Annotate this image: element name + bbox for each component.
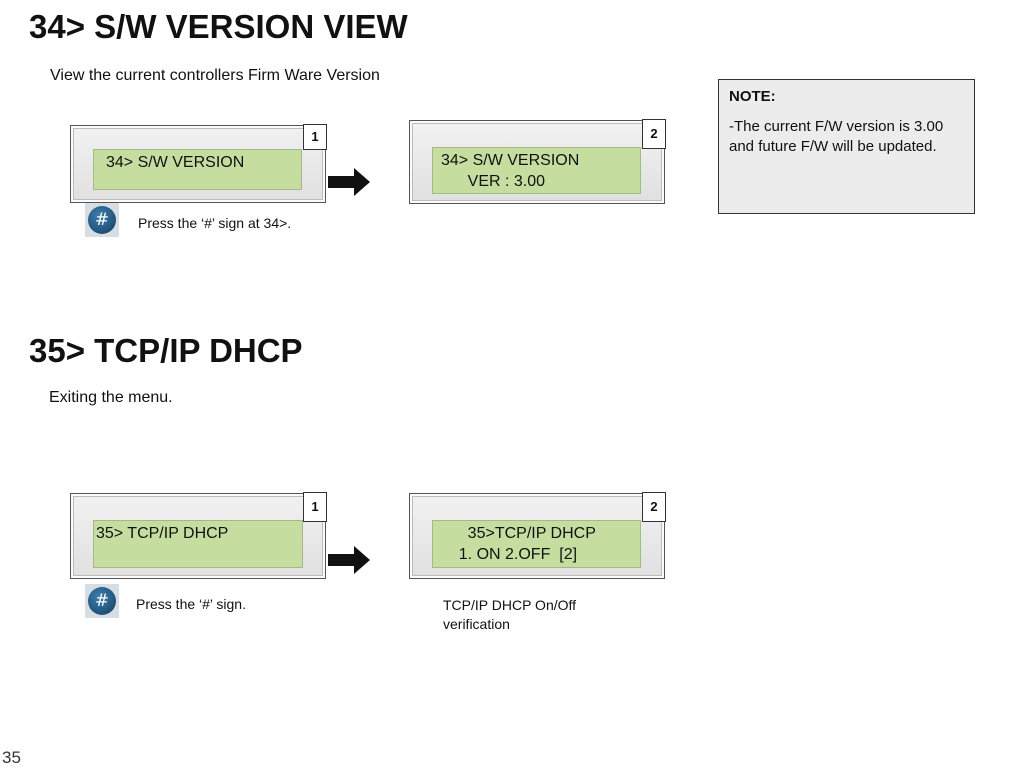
page-number: 35 <box>2 748 21 767</box>
lcd-panel-34-step-2: 34> S/W VERSION VER : 3.00 2 <box>409 119 666 204</box>
hash-key-icon: # <box>85 584 119 618</box>
lcd-panel-34-step-1: 34> S/W VERSION 1 <box>70 124 327 203</box>
right-arrow-icon <box>328 546 370 574</box>
section-34-instruction: Press the ‘#’ sign at 34>. <box>138 215 292 231</box>
lcd-panel-35-step-1: 35> TCP/IP DHCP 1 <box>70 492 327 579</box>
lcd-screen-text: 34> S/W VERSION VER : 3.00 <box>432 147 641 194</box>
note-box: NOTE: -The current F/W version is 3.00 a… <box>718 79 975 214</box>
note-heading: NOTE: <box>729 88 776 105</box>
note-body: -The current F/W version is 3.00 and fut… <box>729 118 944 155</box>
section-35-title: 35> TCP/IP DHCP <box>29 332 303 369</box>
section-35-result-caption: TCP/IP DHCP On/Off verification <box>443 597 577 632</box>
lcd-panel-35-step-2: 35>TCP/IP DHCP 1. ON 2.OFF [2] 2 <box>409 492 666 579</box>
hash-key-label: # <box>88 587 116 615</box>
lcd-screen-text: 34> S/W VERSION <box>93 149 302 190</box>
hash-key-icon: # <box>85 203 119 237</box>
section-35-description: Exiting the menu. <box>49 389 173 406</box>
section-34-description: View the current controllers Firm Ware V… <box>50 67 380 84</box>
right-arrow-icon <box>328 168 370 196</box>
step-badge: 2 <box>642 492 666 522</box>
hash-key-label: # <box>88 206 116 234</box>
step-badge: 1 <box>303 492 327 522</box>
section-34-title: 34> S/W VERSION VIEW <box>29 8 408 45</box>
section-35-instruction: Press the ‘#’ sign. <box>136 596 246 612</box>
lcd-screen-text: 35>TCP/IP DHCP 1. ON 2.OFF [2] <box>432 520 641 568</box>
step-badge: 1 <box>303 124 327 150</box>
lcd-screen-text: 35> TCP/IP DHCP <box>93 520 303 568</box>
step-badge: 2 <box>642 119 666 149</box>
